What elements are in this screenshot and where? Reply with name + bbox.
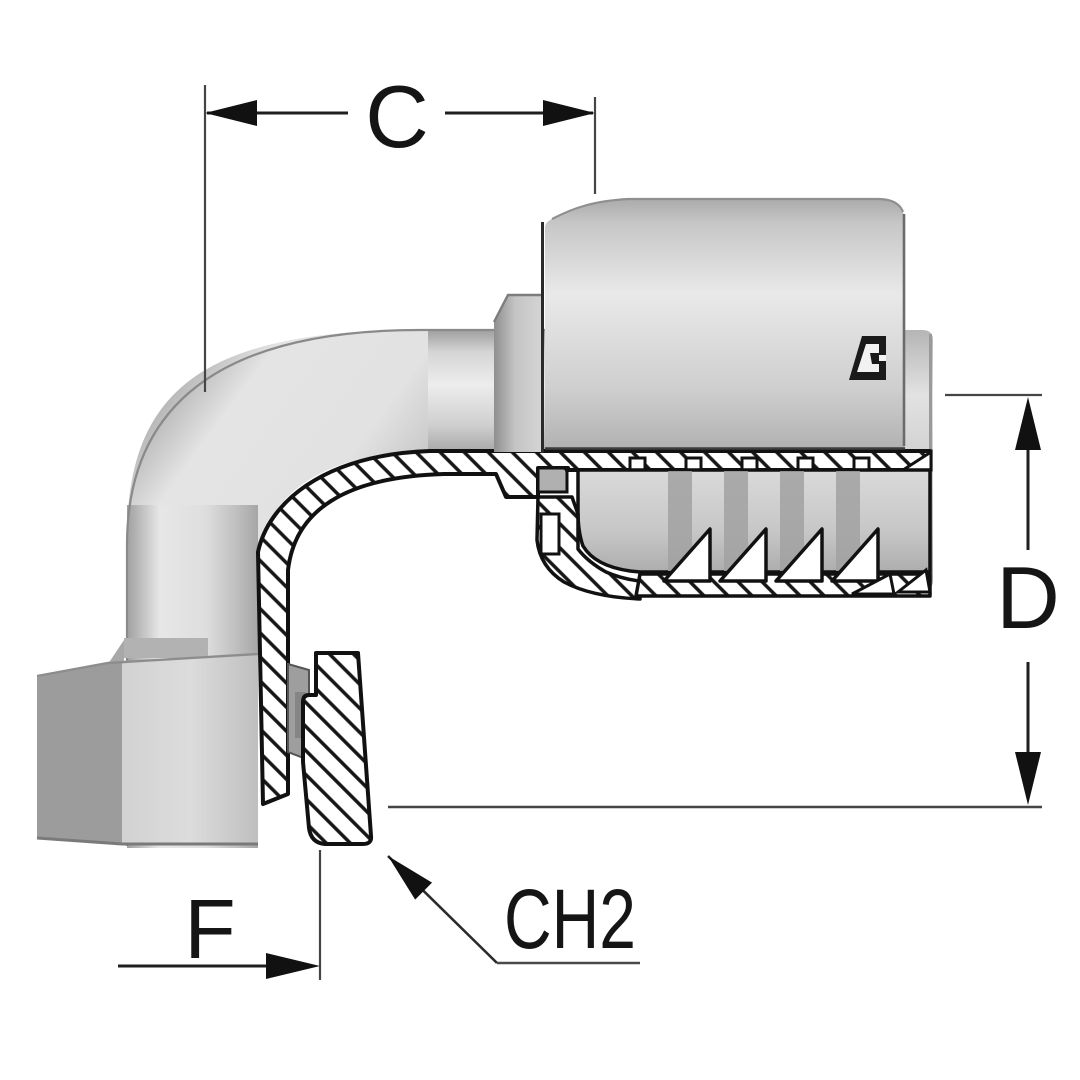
crimp-wedges: [851, 567, 932, 596]
dim-d-label: D: [996, 548, 1060, 647]
dim-c-arrow-right-icon: [543, 100, 595, 126]
dim-c-arrow-left-icon: [205, 100, 257, 126]
elbow-outer-edge: [125, 328, 560, 846]
nut-bottom-edge: [36, 836, 258, 846]
shell-surface: [545, 199, 905, 448]
ch2-arrow-icon: [388, 856, 433, 900]
nut-left-facet: [37, 661, 122, 844]
dim-f-label: F: [184, 882, 235, 976]
crimp-shell: [545, 197, 906, 450]
dim-f-arrow-icon: [266, 953, 320, 979]
shell-interior-section: [535, 466, 932, 601]
dim-c-label: C: [365, 67, 429, 166]
stem-serrations: [662, 527, 880, 583]
callout-ch2: CH2: [387, 855, 640, 966]
manufacturer-logo-icon: [849, 336, 886, 380]
shell-top-edge: [551, 197, 905, 220]
retaining-ring: [536, 466, 569, 494]
dimension-f: F: [118, 850, 322, 980]
nut-section-hatch: [301, 651, 374, 846]
nut-top-chamfer-corner: [108, 640, 124, 664]
seat-cone-shadow: [295, 692, 306, 738]
dim-d-arrow-down-icon: [1015, 752, 1041, 805]
hex-nut: [36, 651, 374, 846]
dimension-d: D: [388, 393, 1060, 809]
ch2-label: CH2: [504, 872, 636, 966]
nut-front-facet: [122, 654, 258, 844]
nut-top-chamfer-band: [124, 638, 208, 658]
shell-mouth-slot: [539, 512, 561, 556]
tube-nut-junction: [108, 638, 208, 664]
shell-collar: [492, 222, 544, 453]
collar-surface: [494, 295, 541, 452]
nut-top-edge: [36, 652, 259, 678]
collar-top-edge: [492, 293, 541, 323]
dimension-c: C: [203, 67, 597, 392]
dim-d-arrow-up-icon: [1015, 397, 1041, 450]
